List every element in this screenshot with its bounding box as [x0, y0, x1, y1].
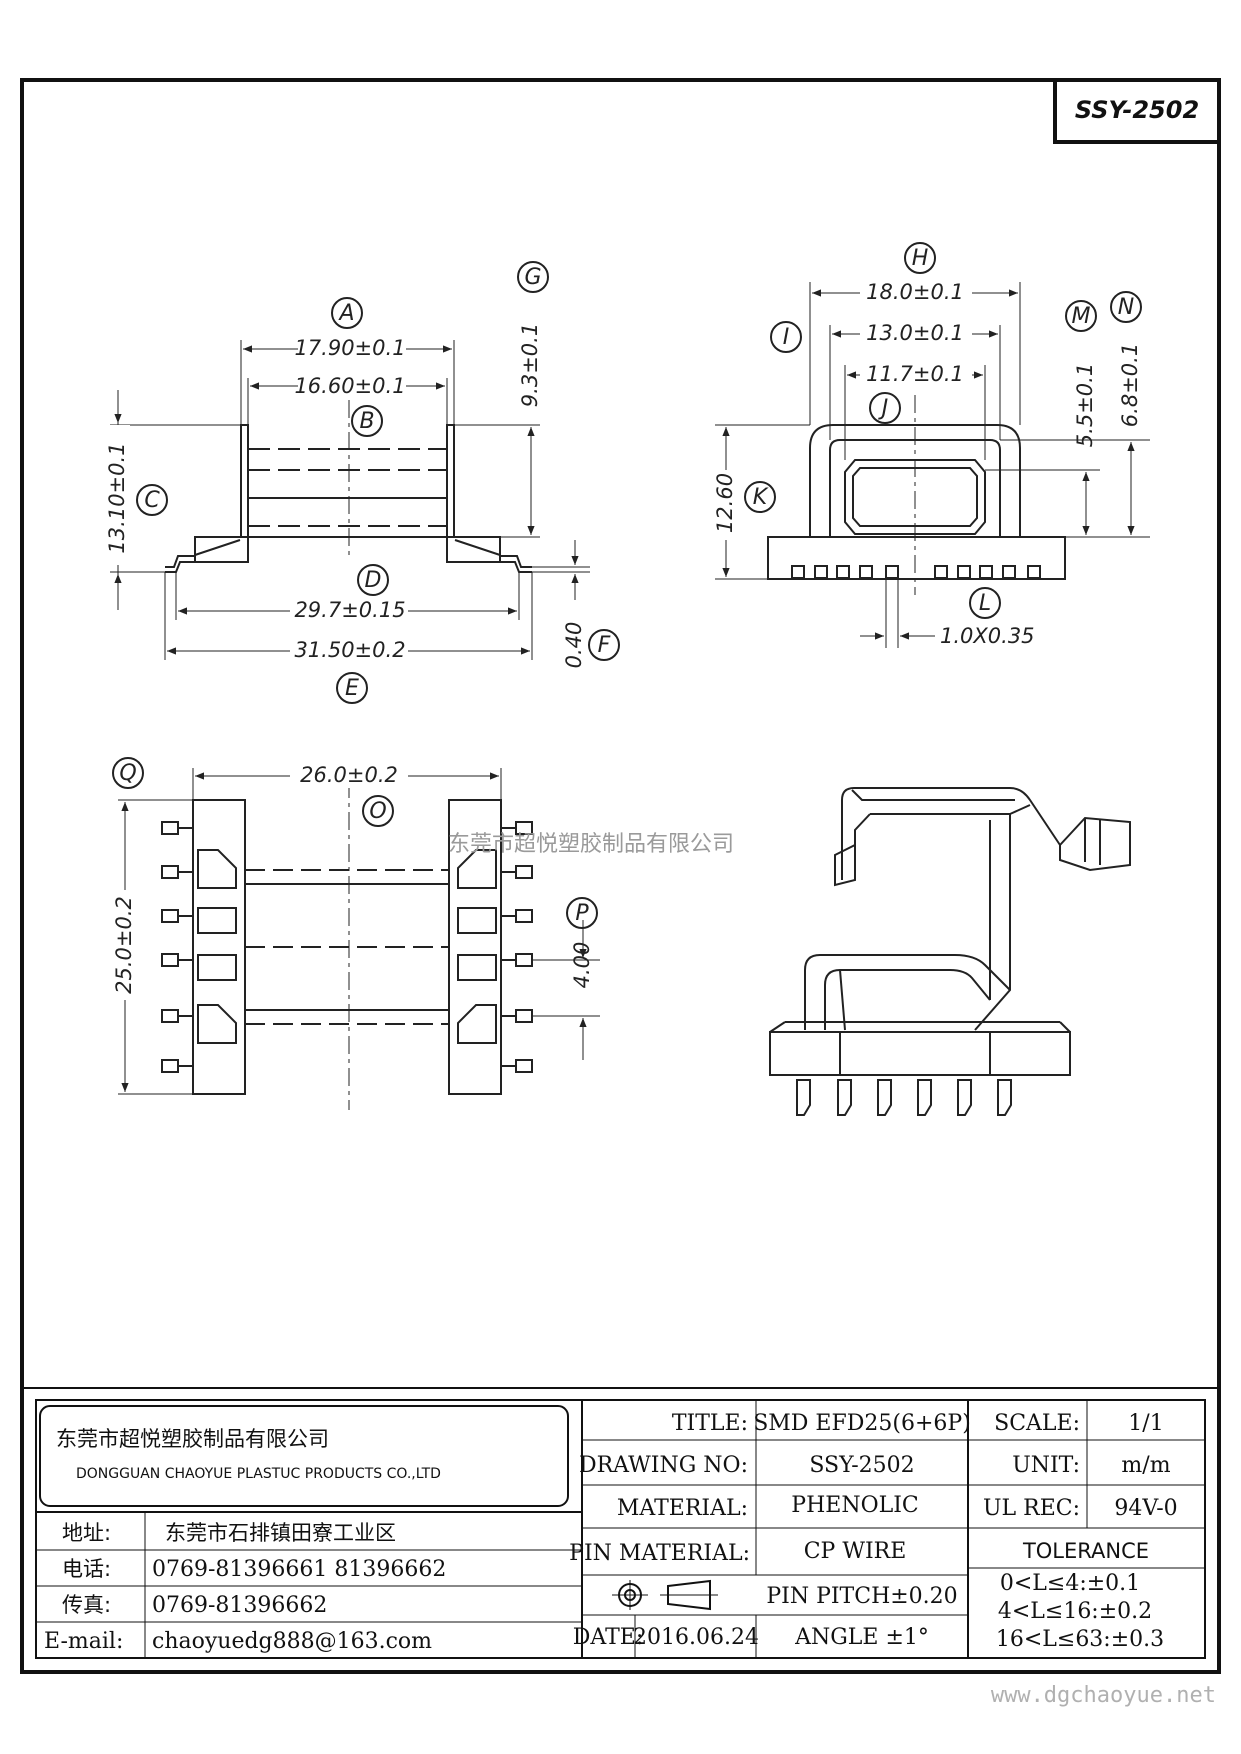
- dim-e: 31.50±0.2: [294, 638, 405, 662]
- dim-c: 13.10±0.1: [105, 442, 129, 553]
- phone-label: 电话:: [62, 1557, 111, 1581]
- dim-q: 25.0±0.2: [112, 896, 136, 994]
- label-h: H: [912, 246, 929, 271]
- tolerance-2: 4<L≤16:±0.2: [998, 1599, 1152, 1624]
- phone-value: 0769-81396661 81396662: [152, 1557, 446, 1582]
- unit-value: m/m: [1121, 1453, 1170, 1478]
- date-value: 2016.06.24: [633, 1625, 759, 1650]
- label-n: N: [1118, 295, 1134, 320]
- dim-p: 4.00: [570, 942, 594, 989]
- label-a: A: [337, 301, 354, 326]
- dim-k: 12.60: [713, 473, 737, 533]
- drawing-no-value: SSY-2502: [809, 1453, 914, 1478]
- title-label: TITLE:: [672, 1411, 748, 1436]
- dim-j: 11.7±0.1: [866, 362, 964, 386]
- end-view-annotations: 18.0±0.1 13.0±0.1 11.7±0.1 5.5±0.1 6.8±0…: [713, 242, 1142, 648]
- dim-g: 9.3±0.1: [518, 323, 542, 407]
- scale-label: SCALE:: [994, 1411, 1080, 1436]
- watermark: 东莞市超悦塑胶制品有限公司: [448, 832, 734, 857]
- label-l: L: [979, 591, 991, 616]
- fax-value: 0769-81396662: [152, 1593, 327, 1618]
- drawing-no-label: DRAWING NO:: [579, 1453, 748, 1478]
- label-q: Q: [119, 761, 136, 786]
- unit-label: UNIT:: [1012, 1453, 1080, 1478]
- company-name-en: DONGGUAN CHAOYUE PLASTUC PRODUCTS CO.,LT…: [76, 1466, 441, 1482]
- label-j: J: [878, 396, 889, 421]
- date-label: DATE:: [573, 1625, 643, 1650]
- drawing-id-stamp: SSY-2502: [1053, 78, 1221, 144]
- title-block: [22, 1387, 1219, 1659]
- dim-a2: 16.60±0.1: [294, 374, 405, 398]
- dim-d: 29.7±0.15: [294, 598, 405, 622]
- label-g: G: [524, 265, 541, 290]
- company-name-cn: 东莞市超悦塑胶制品有限公司: [56, 1427, 329, 1451]
- scale-value: 1/1: [1128, 1411, 1163, 1436]
- fax-label: 传真:: [62, 1593, 111, 1617]
- dim-n: 6.8±0.1: [1118, 343, 1142, 427]
- material-value: PHENOLIC: [791, 1493, 918, 1518]
- label-f: F: [598, 633, 611, 658]
- tolerance-3: 16<L≤63:±0.3: [996, 1627, 1164, 1652]
- pin-material-label: PIN MATERIAL:: [569, 1541, 750, 1566]
- address-value: 东莞市石排镇田寮工业区: [165, 1521, 396, 1545]
- label-i: I: [783, 325, 790, 350]
- side-view-annotations: 17.90±0.1 16.60±0.1 29.7±0.15 31.50±0.2 …: [105, 261, 620, 704]
- top-view-annotations: 26.0±0.2 25.0±0.2 4.00 O P Q: [112, 757, 598, 1000]
- title-block-text: 东莞市超悦塑胶制品有限公司 DONGGUAN CHAOYUE PLASTUC P…: [44, 1411, 1178, 1654]
- sheet-border: [20, 78, 1221, 1674]
- pin-pitch: PIN PITCH±0.20: [766, 1584, 957, 1609]
- website-link[interactable]: www.dgchaoyue.net: [991, 1683, 1216, 1708]
- end-view: [715, 282, 1150, 648]
- dim-i: 13.0±0.1: [866, 321, 964, 345]
- address-label: 地址:: [62, 1521, 111, 1545]
- label-p: P: [575, 901, 589, 926]
- label-k: K: [753, 485, 769, 510]
- dim-l: 1.0X0.35: [940, 624, 1035, 648]
- dim-h: 18.0±0.1: [866, 280, 964, 304]
- pin-material-value: CP WIRE: [804, 1539, 907, 1564]
- label-o: O: [369, 799, 386, 824]
- tolerance-1: 0<L≤4:±0.1: [1000, 1571, 1140, 1596]
- tolerance-label: TOLERANCE: [1022, 1539, 1149, 1563]
- material-label: MATERIAL:: [617, 1496, 748, 1521]
- dim-a: 17.90±0.1: [294, 336, 405, 360]
- side-view: [110, 340, 590, 660]
- dim-m: 5.5±0.1: [1073, 363, 1097, 447]
- email-value: chaoyuedg888@163.com: [152, 1629, 432, 1654]
- dim-f: 0.40: [562, 622, 586, 669]
- label-m: M: [1072, 304, 1091, 329]
- isometric-view: [769, 787, 1131, 1116]
- ul-value: 94V-0: [1114, 1496, 1177, 1521]
- top-view: [118, 768, 600, 1110]
- drawing-id-text: SSY-2502: [1075, 96, 1199, 124]
- angle-value: ANGLE ±1°: [794, 1625, 929, 1650]
- label-c: C: [144, 488, 160, 513]
- dim-o: 26.0±0.2: [300, 763, 398, 787]
- label-d: D: [365, 568, 382, 593]
- label-e: E: [345, 676, 359, 701]
- label-b: B: [359, 409, 374, 434]
- email-label: E-mail:: [44, 1629, 123, 1654]
- title-value: SMD EFD25(6+6P): [753, 1411, 971, 1436]
- ul-label: UL REC:: [983, 1496, 1080, 1521]
